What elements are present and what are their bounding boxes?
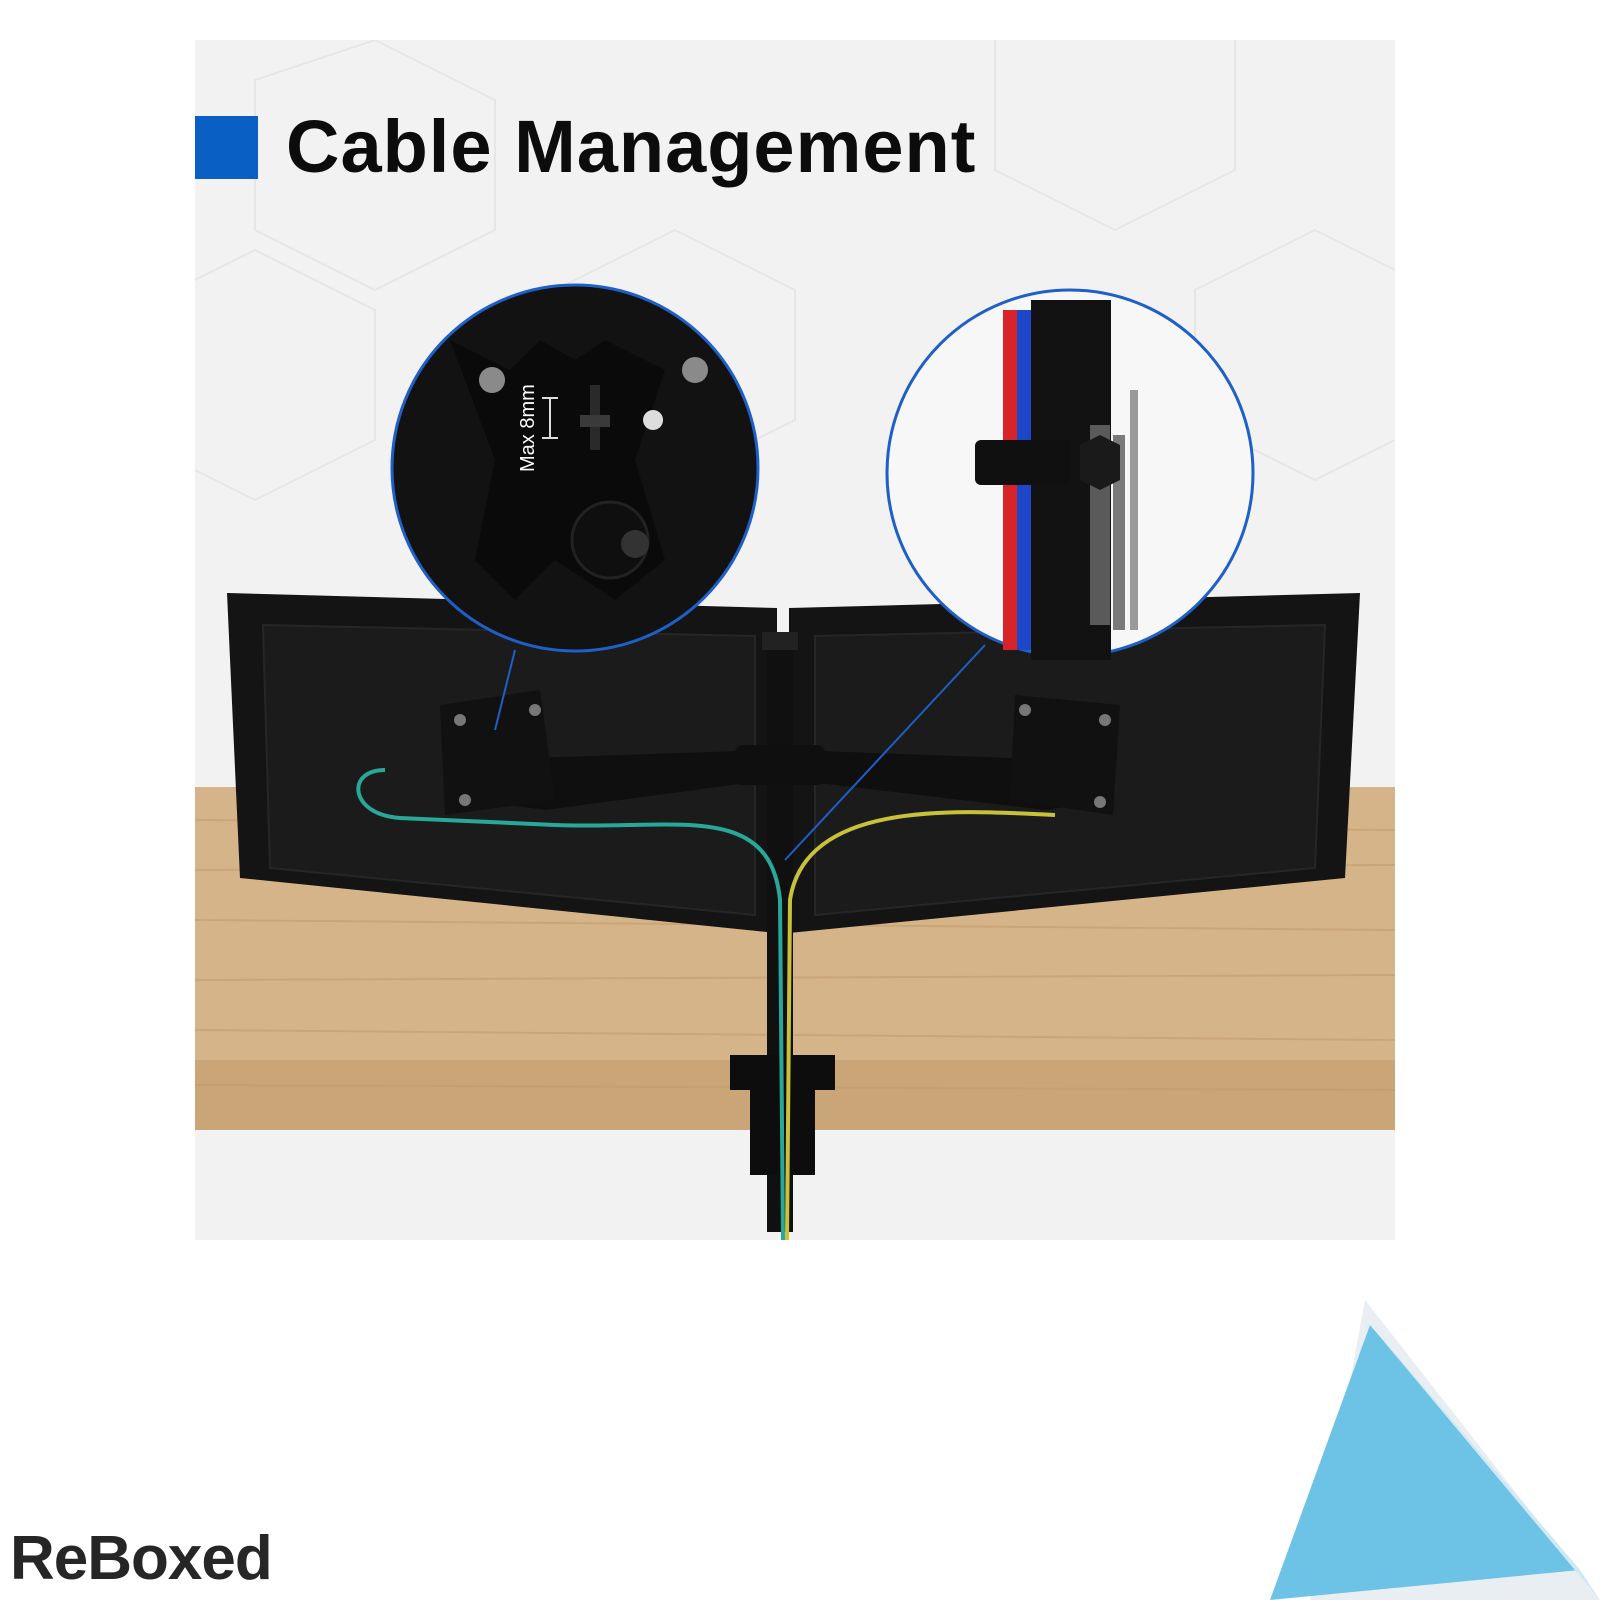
vesa-detail-callout: Max 8mm <box>390 283 760 653</box>
left-vesa-plate <box>440 690 555 815</box>
product-image: Max 8mm Cable Management <box>195 40 1395 1240</box>
max-8mm-label: Max 8mm <box>517 384 539 472</box>
callout-lines <box>494 644 986 861</box>
headline: Cable Management <box>195 110 976 184</box>
pole-detail-callout <box>885 288 1255 660</box>
accent-square-icon <box>195 115 258 179</box>
page-title: Cable Management <box>286 105 977 188</box>
dual-monitor-mount-illustration: Max 8mm <box>195 40 1395 1240</box>
page-curl-icon <box>1270 1300 1600 1600</box>
brand-logo: ReBoxed <box>10 1524 273 1593</box>
hexagon-background <box>195 40 1395 502</box>
right-vesa-plate <box>1010 695 1120 815</box>
cables <box>356 768 1056 1240</box>
